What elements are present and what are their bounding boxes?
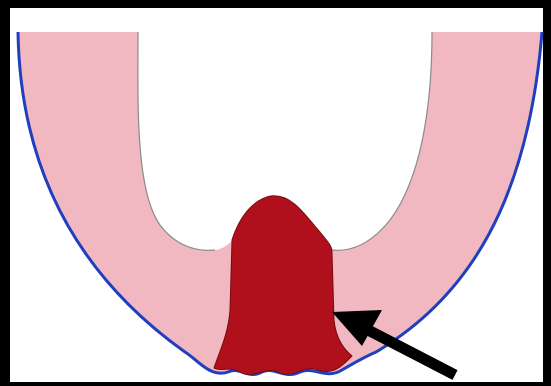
diagram-figure [0, 0, 551, 386]
diagram-canvas [0, 0, 551, 386]
